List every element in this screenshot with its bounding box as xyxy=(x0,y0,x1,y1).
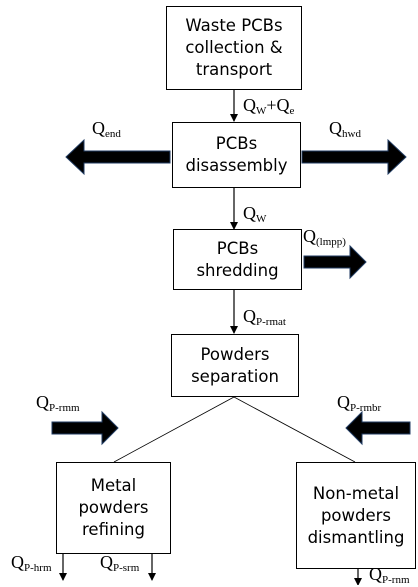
box-shredding-label: PCBs shredding xyxy=(196,238,279,280)
flow-label-q-p-rnm: QP-rnm xyxy=(369,564,410,586)
flow-label-q-end: Qend xyxy=(92,118,121,140)
box-collection-transport: Waste PCBs collection & transport xyxy=(166,6,302,90)
box-collection-label: Waste PCBs collection & transport xyxy=(185,16,283,79)
box-separation-label: Powders separation xyxy=(191,344,279,386)
flow-label-q-hwd: Qhwd xyxy=(329,118,361,140)
thick-arrow-q-prmbr xyxy=(345,410,411,446)
line-separation-to-metal xyxy=(113,396,235,463)
box-pcbs-disassembly: PCBs disassembly xyxy=(172,122,301,188)
thick-arrow-q-end xyxy=(65,138,171,176)
box-disassembly-label: PCBs disassembly xyxy=(185,134,288,175)
box-powders-separation: Powders separation xyxy=(171,334,299,397)
flow-label-q-lmpp: Q(lmpp) xyxy=(303,226,346,248)
flow-label-q-p-hrm: QP-hrm xyxy=(11,552,52,574)
box-nonmetal-dismantling-label: Non-metal powders dismantling xyxy=(307,483,405,547)
flow-label-q-p-srm: QP-srm xyxy=(100,552,140,574)
flow-label-q-p-rmbr: QP-rmbr xyxy=(337,392,382,414)
thick-arrow-q-hwd xyxy=(301,138,407,176)
box-metal-powders-refining: Metal powders refining xyxy=(56,462,171,554)
flow-label-q-p-rmat: QP-rmat xyxy=(243,306,286,328)
box-nonmetal-powders-dismantling: Non-metal powders dismantling xyxy=(296,462,416,569)
flow-label-q-w: QW xyxy=(243,203,267,225)
flow-label-qw-qe: QW+Qe xyxy=(243,95,295,117)
thick-arrow-q-lmpp xyxy=(303,244,367,280)
box-metal-refining-label: Metal powders refining xyxy=(78,476,149,539)
flow-label-q-p-rmm: QP-rmm xyxy=(36,392,80,414)
line-separation-to-nonmetal xyxy=(233,396,356,463)
box-pcbs-shredding: PCBs shredding xyxy=(173,229,302,290)
thick-arrow-q-prmm xyxy=(51,410,119,446)
